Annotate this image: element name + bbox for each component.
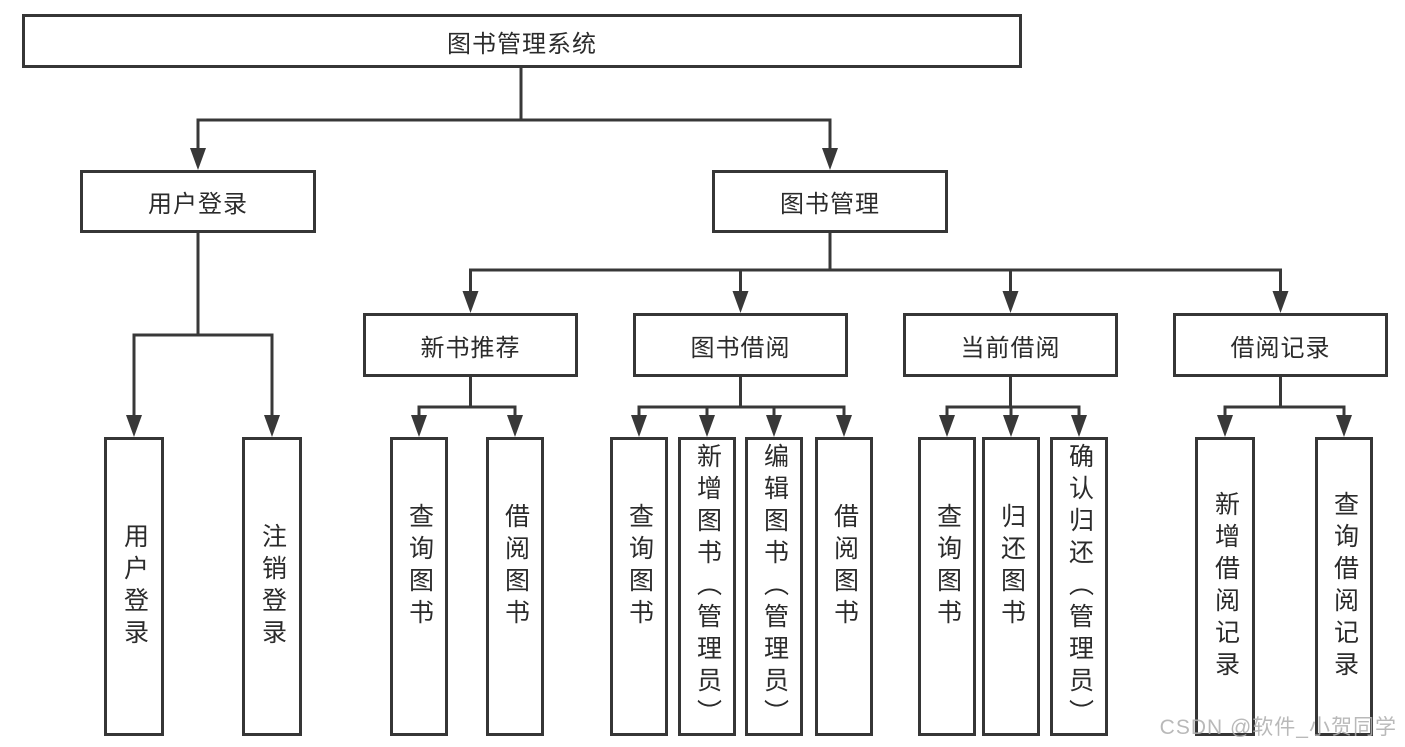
leaf-label: 新增图书（管理员） xyxy=(693,442,722,731)
node-new-book-recommendation: 新书推荐 xyxy=(363,313,578,377)
connector-segments xyxy=(132,68,1346,417)
leaf-borrow-books: 借阅图书 xyxy=(815,437,873,736)
node-book-borrowing: 图书借阅 xyxy=(633,313,848,377)
leaf-logout: 注销登录 xyxy=(242,437,302,736)
leaf-add-books-admin: 新增图书（管理员） xyxy=(678,437,736,736)
node-label: 图书借阅 xyxy=(690,334,791,362)
node-library-management-system: 图书管理系统 xyxy=(22,14,1022,68)
leaf-label: 查询图书 xyxy=(625,502,654,631)
leaf-label: 查询借阅记录 xyxy=(1330,490,1359,683)
leaf-label: 借阅图书 xyxy=(501,502,530,631)
node-borrowing-records: 借阅记录 xyxy=(1173,313,1388,377)
node-label: 图书管理系统 xyxy=(447,30,597,58)
leaf-label: 查询图书 xyxy=(933,502,962,631)
node-current-borrowing: 当前借阅 xyxy=(903,313,1118,377)
leaf-label: 编辑图书（管理员） xyxy=(760,442,789,731)
leaf-borrow-books-recommend: 借阅图书 xyxy=(486,437,544,736)
node-label: 图书管理 xyxy=(780,191,880,218)
leaf-query-books-borrowing: 查询图书 xyxy=(610,437,668,736)
leaf-label: 借阅图书 xyxy=(830,502,859,631)
node-label: 借阅记录 xyxy=(1230,334,1331,362)
leaf-query-books-current: 查询图书 xyxy=(918,437,976,736)
csdn-watermark: CSDN @软件_小贺同学 xyxy=(1159,716,1397,739)
leaf-label: 归还图书 xyxy=(997,502,1026,631)
leaf-label: 新增借阅记录 xyxy=(1211,490,1240,683)
node-label: 用户登录 xyxy=(148,191,248,218)
node-label: 新书推荐 xyxy=(420,334,521,362)
node-label: 当前借阅 xyxy=(960,334,1061,362)
leaf-query-borrow-records: 查询借阅记录 xyxy=(1315,437,1373,736)
leaf-confirm-return-admin: 确认归还（管理员） xyxy=(1050,437,1108,736)
node-user-login: 用户登录 xyxy=(80,170,316,233)
leaf-label: 注销登录 xyxy=(258,522,287,651)
leaf-query-books-recommend: 查询图书 xyxy=(390,437,448,736)
connector-arrowheads xyxy=(126,148,1352,437)
leaf-label: 确认归还（管理员） xyxy=(1065,442,1094,731)
node-book-management: 图书管理 xyxy=(712,170,948,233)
leaf-label: 查询图书 xyxy=(405,502,434,631)
leaf-user-login: 用户登录 xyxy=(104,437,164,736)
leaf-add-borrow-record: 新增借阅记录 xyxy=(1195,437,1255,736)
leaf-label: 用户登录 xyxy=(120,522,149,651)
leaf-edit-books-admin: 编辑图书（管理员） xyxy=(745,437,803,736)
leaf-return-books: 归还图书 xyxy=(982,437,1040,736)
